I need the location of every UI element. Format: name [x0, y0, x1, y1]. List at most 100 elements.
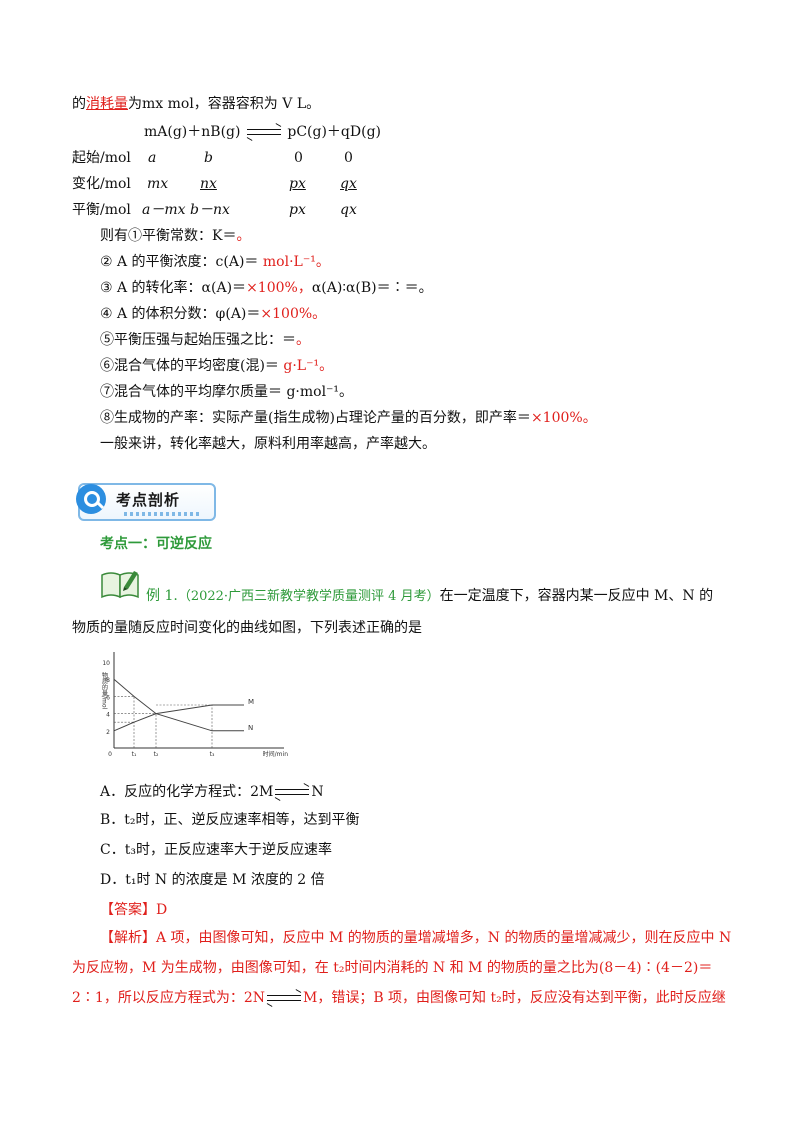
option-letter: C．	[100, 842, 125, 858]
answer: 【答案】D	[100, 902, 168, 918]
formula-text: ⑧生成物的产率：实际产量(指生成物)占理论产量的百分数，即产率＝	[100, 410, 531, 426]
example-line-1: 例 1.（2022·广西三新教学教学质量测评 4 月考）在一定温度下，容器内某一…	[146, 586, 713, 607]
option-a: A．反应的化学方程式：2M N	[100, 782, 324, 802]
row-label: 起始/mol	[72, 150, 131, 166]
table-cell: mx	[147, 176, 169, 192]
option-b: B．t₂时，正、逆反应速率相等，达到平衡	[100, 810, 360, 830]
analysis-line-2: 为反应物，M 为生成物，由图像可知，在 t₂时间内消耗的 N 和 M 的物质的量…	[72, 960, 713, 976]
table-row: 起始/mol	[72, 148, 131, 168]
option-text: t₂时，正、逆反应速率相等，达到平衡	[124, 812, 360, 828]
table-cell: b	[204, 150, 213, 166]
y-tick-label: 2	[106, 729, 110, 736]
formula-text: ③ A 的转化率：α(A)＝	[100, 280, 247, 296]
formula-red: g·L⁻¹。	[278, 358, 334, 374]
formula-tail: α(A)∶α(B)＝∶＝。	[311, 280, 433, 296]
book-pencil-icon	[101, 571, 139, 599]
table-cell: a	[148, 150, 157, 166]
y-tick-label: 6	[106, 694, 110, 701]
formula-text: ② A 的平衡浓度：c(A)＝	[100, 254, 259, 270]
y-tick-label: 4	[106, 712, 110, 719]
intro-prefix: 的	[72, 96, 86, 112]
intro-keyword: 消耗量	[86, 96, 128, 112]
section-title: 考点一：可逆反应	[100, 536, 212, 552]
table-cell: 0	[344, 150, 353, 166]
y-axis-label: 物质的量/mol	[101, 671, 108, 709]
option-letter: D．	[100, 872, 126, 888]
table-cell: px	[289, 176, 306, 192]
equilibrium-arrow-icon	[246, 123, 282, 141]
formula-red: 。	[296, 332, 310, 348]
formula-line: 一般来讲，转化率越大，原料利用率越高，产率越大。	[100, 434, 436, 454]
formula-red: mol·L⁻¹。	[258, 254, 330, 270]
formula-line: ⑧生成物的产率：实际产量(指生成物)占理论产量的百分数，即产率＝×100%。	[100, 408, 597, 428]
equilibrium-arrow-icon	[275, 783, 310, 801]
table-cell: b－nx	[190, 202, 230, 218]
formula-line: 则有①平衡常数：K＝。	[100, 226, 250, 246]
table-cell: a－mx	[142, 202, 186, 218]
x-tick-label: t₃	[210, 751, 215, 758]
table-cell: 0	[294, 150, 303, 166]
intro-suffix: 为mx mol，容器容积为 V L。	[128, 96, 321, 112]
formula-red: 。	[236, 228, 251, 244]
table-cell: qx	[340, 176, 357, 192]
series-line-N	[113, 678, 244, 732]
x-tick-label: 0	[108, 751, 112, 758]
option-text: t₁时 N 的浓度是 M 浓度的 2 倍	[125, 872, 325, 888]
formula-text: 一般来讲，转化率越大，原料利用率越高，产率越大。	[100, 436, 436, 452]
formula-red: ×100%。	[260, 306, 327, 322]
table-row: 变化/mol	[72, 174, 131, 194]
formula-text: ④ A 的体积分数：φ(A)＝	[100, 306, 261, 322]
formula-line: ⑦混合气体的平均摩尔质量＝ g·mol⁻¹。	[100, 382, 353, 402]
formula-text: ⑥混合气体的平均密度(混)＝	[100, 358, 279, 374]
table-row: 平衡/mol	[72, 200, 131, 220]
intro-line: 的消耗量为mx mol，容器容积为 V L。	[72, 94, 320, 114]
table-cell: qx	[340, 202, 357, 218]
example-source: （2022·广西三新教学教学质量测评 4 月考）	[177, 589, 440, 604]
formula-text: 则有①平衡常数：K＝	[100, 228, 237, 244]
row-label: 变化/mol	[72, 176, 131, 192]
row-label: 平衡/mol	[72, 202, 131, 218]
option-text: t₃时，正反应速率大于逆反应速率	[124, 842, 332, 858]
reaction-equation: mA(g)＋nB(g) pC(g)＋qD(g)	[144, 122, 381, 142]
x-tick-label: t₂	[154, 751, 159, 758]
option-letter: B．	[100, 812, 125, 828]
banner-title: 考点剖析	[116, 491, 181, 509]
table-cell: px	[289, 202, 306, 218]
x-axis-label: 时间/min	[263, 750, 289, 758]
y-tick-label: 10	[102, 660, 110, 667]
formula-red: ×100%，	[246, 280, 312, 296]
formula-text: ⑤平衡压强与起始压强之比：＝	[100, 332, 296, 348]
series-line-M	[113, 704, 244, 732]
option-letter: A．	[100, 784, 125, 800]
formula-line: ⑥混合气体的平均密度(混)＝ g·L⁻¹。	[100, 356, 333, 376]
analysis-text: 2∶1，所以反应方程式为：2N	[72, 990, 265, 1006]
option-c: C．t₃时，正反应速率大于逆反应速率	[100, 840, 332, 860]
option-tail: N	[311, 784, 324, 800]
example-question-1: 在一定温度下，容器内某一反应中 M、N 的	[439, 588, 714, 604]
formula-red: ×100%。	[530, 410, 597, 426]
equilibrium-arrow-icon	[266, 989, 302, 1007]
formula-line: ② A 的平衡浓度：c(A)＝ mol·L⁻¹。	[100, 252, 330, 272]
formula-line: ⑤平衡压强与起始压强之比：＝。	[100, 330, 310, 350]
x-tick-label: t₁	[132, 751, 137, 758]
example-label: 例 1.	[146, 588, 178, 604]
option-d: D．t₁时 N 的浓度是 M 浓度的 2 倍	[100, 870, 325, 890]
equation-right: pC(g)＋qD(g)	[287, 124, 382, 140]
table-cell: nx	[200, 176, 217, 192]
y-tick-label: 8	[106, 677, 110, 684]
magnifier-icon	[76, 484, 106, 514]
series-label-M: M	[248, 698, 254, 706]
formula-line: ③ A 的转化率：α(A)＝×100%，α(A)∶α(B)＝∶＝。	[100, 278, 433, 298]
banner-stripe	[124, 512, 200, 516]
analysis-line-3: 2∶1，所以反应方程式为：2N M，错误；B 项，由图像可知 t₂时，反应没有达到…	[72, 988, 726, 1008]
option-text: 反应的化学方程式：2M	[124, 784, 274, 800]
formula-line: ④ A 的体积分数：φ(A)＝×100%。	[100, 304, 326, 324]
section-banner: 考点剖析	[72, 480, 216, 521]
formula-text: ⑦混合气体的平均摩尔质量＝ g·mol⁻¹。	[100, 384, 354, 400]
analysis-text: M，错误；B 项，由图像可知 t₂时，反应没有达到平衡，此时反应继	[302, 990, 726, 1006]
analysis-line-1: 【解析】A 项，由图像可知，反应中 M 的物质的量增减增多，N 的物质的量增减减…	[100, 930, 732, 946]
equation-left: mA(g)＋nB(g)	[144, 124, 241, 140]
series-label-N: N	[248, 724, 253, 732]
